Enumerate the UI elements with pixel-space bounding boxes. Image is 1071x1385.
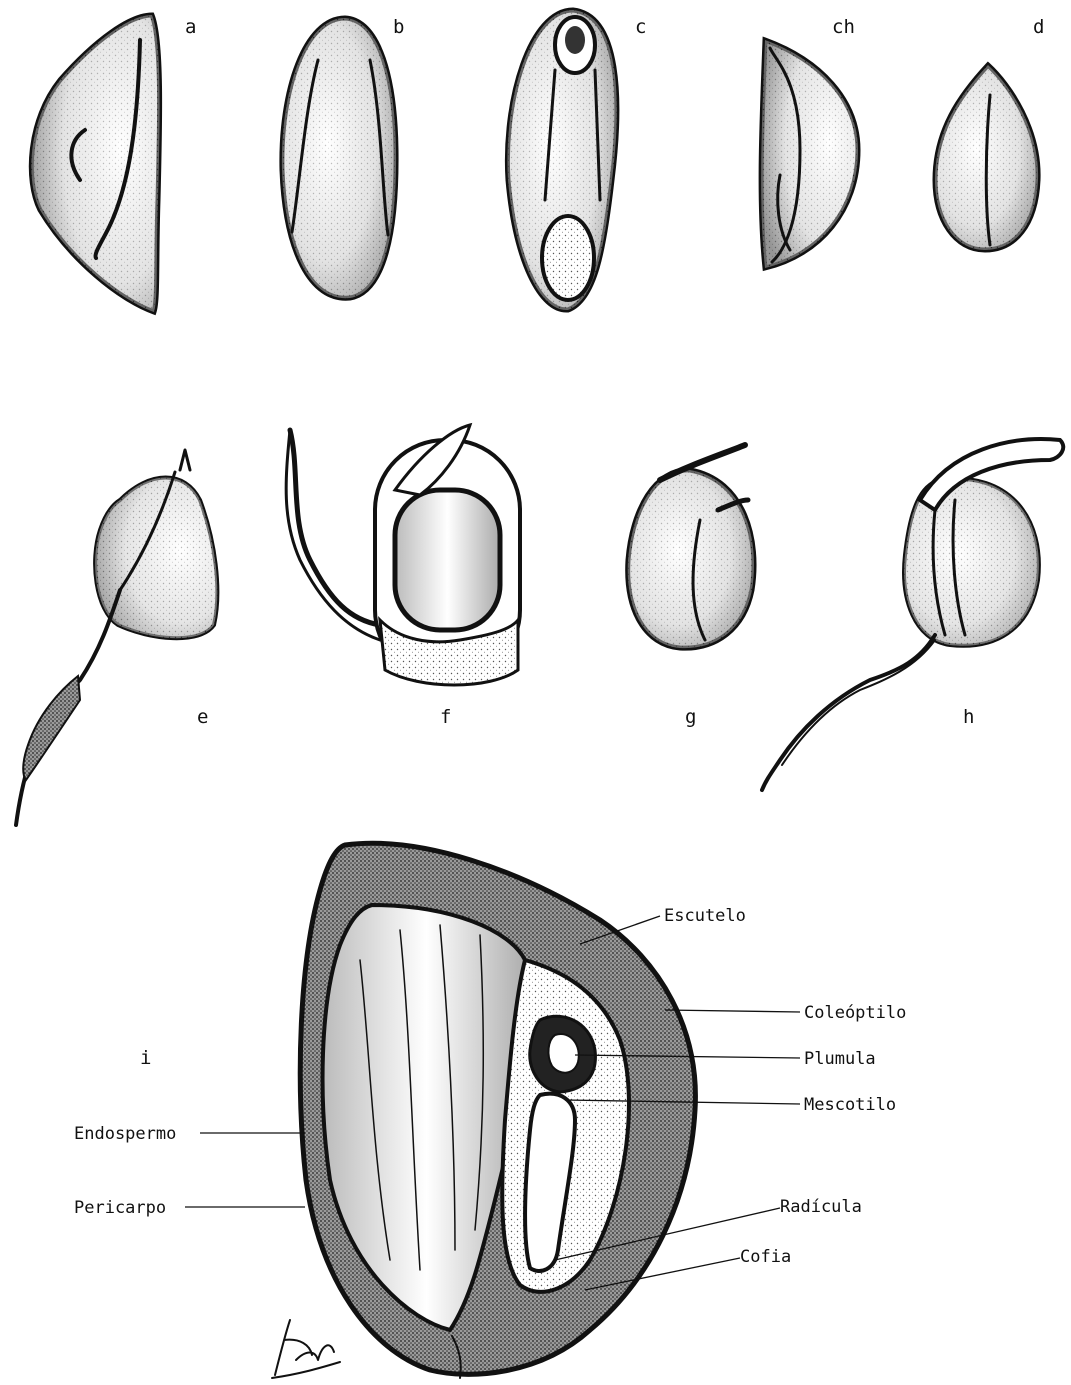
seed-g — [628, 445, 754, 648]
callout-radicula: Radícula — [780, 1197, 862, 1217]
artist-signature — [272, 1320, 340, 1378]
callout-mescotilo: Mescotilo — [804, 1095, 896, 1115]
callout-pericarpo: Pericarpo — [74, 1198, 166, 1218]
label-e: e — [197, 706, 208, 728]
label-h: h — [963, 706, 974, 728]
seed-h — [762, 439, 1063, 790]
callout-escutelo: Escutelo — [664, 906, 746, 926]
plumule — [548, 1034, 578, 1073]
callout-coleoptilo: Coleóptilo — [804, 1003, 906, 1023]
label-f: f — [440, 706, 451, 728]
seed-ch — [761, 40, 858, 268]
seed-a — [31, 15, 159, 312]
seed-b — [282, 18, 396, 298]
seed-f — [286, 425, 520, 685]
callout-endospermo: Endospermo — [74, 1124, 176, 1144]
label-c: c — [635, 16, 646, 38]
seed-c — [507, 10, 616, 310]
label-d: d — [1033, 16, 1044, 38]
callout-plumula: Plumula — [804, 1049, 876, 1069]
seed-i-longitudinal-section — [300, 843, 695, 1378]
label-i: i — [140, 1047, 151, 1069]
seed-d — [935, 65, 1038, 250]
label-b: b — [393, 16, 404, 38]
label-a: a — [185, 16, 196, 38]
label-g: g — [685, 706, 696, 728]
seed-e — [16, 450, 217, 825]
callout-cofia: Cofia — [740, 1247, 791, 1267]
label-ch: ch — [832, 16, 855, 38]
